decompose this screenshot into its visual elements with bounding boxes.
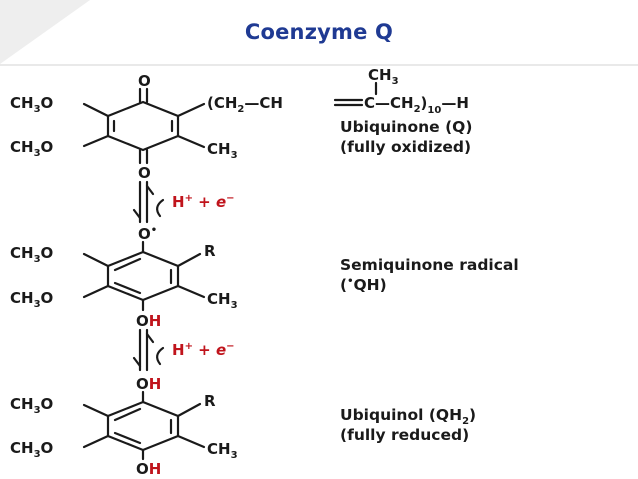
step2-arrow-head-down [132, 356, 142, 368]
ol-methoxy-1: CH3O [10, 395, 53, 416]
ubiquinone-structure: O O CH3O CH3O (CH2—CH C—CH2)10—H CH3 CH3… [10, 66, 472, 182]
q-name-line2: (fully oxidized) [340, 138, 471, 156]
step2-proton-electron: H+ + e− [172, 341, 235, 359]
q-methyl-bond [176, 134, 206, 149]
step1-arrow-head-down [132, 208, 142, 220]
semi-methoxy-1-bond [82, 252, 110, 268]
ol-hydroxyl-bottom: OH [136, 460, 161, 478]
q-ring [106, 100, 180, 152]
q-methoxy-2-bond [82, 134, 110, 148]
semi-methoxy-1: CH3O [10, 244, 53, 265]
semi-ring [106, 250, 180, 302]
ol-name-line2: (fully reduced) [340, 426, 469, 444]
ubiquinol-structure: OH CH3O CH3O R CH3 OH Ubiquinol (QH2) (f… [10, 375, 476, 478]
step1-proton-electron: H+ + e− [172, 193, 235, 211]
semiquinone-structure: O• CH3O CH3O R CH3 OH Semiquinone radica… [10, 225, 519, 330]
reduction-step-2: H+ + e− [132, 328, 235, 372]
semi-ring-aromatic-3 [113, 281, 142, 295]
ol-methoxy-1-bond [82, 403, 110, 418]
q-methyl: CH3 [207, 140, 238, 161]
title-divider [0, 64, 638, 66]
step1-curved-arrow [156, 198, 165, 218]
semi-hydroxyl: OH [136, 312, 161, 330]
ol-ring-aromatic-1 [113, 407, 142, 422]
ol-r-group: R [204, 392, 216, 410]
q-branch-methyl: CH3 [368, 66, 399, 87]
ol-ring [106, 400, 180, 452]
q-carbonyl-o-top: O [138, 72, 151, 90]
q-chain-rest: C—CH2)10—H [364, 94, 469, 116]
q-isoprenoid-chain: (CH2—CH [207, 94, 283, 115]
ol-methoxy-2-bond [82, 434, 110, 449]
slide-corner-decoration [0, 0, 90, 64]
semi-r-bond [176, 252, 202, 268]
ol-methoxy-2: CH3O [10, 439, 53, 460]
ol-r-bond [176, 402, 202, 418]
q-chain-bond [176, 102, 206, 118]
q-carbonyl-o-bottom: O [138, 164, 151, 182]
semi-methyl: CH3 [207, 290, 238, 311]
q-methoxy-1: CH3O [10, 94, 53, 115]
semi-ring-aromatic-1 [113, 257, 142, 272]
semi-r-group: R [204, 242, 216, 260]
semi-methoxy-2: CH3O [10, 289, 53, 310]
ol-methyl-bond [176, 434, 206, 449]
ol-hydroxyl-top: OH [136, 375, 161, 393]
semi-methoxy-2-bond [82, 284, 110, 299]
q-name-line1: Ubiquinone (Q) [340, 118, 472, 136]
step1-arrow-head-up [145, 184, 155, 196]
semi-name-line1: Semiquinone radical [340, 256, 519, 274]
semi-methyl-bond [176, 284, 206, 299]
step2-arrow-head-up [145, 332, 155, 344]
q-methoxy-1-bond [82, 102, 110, 118]
slide-title: Coenzyme Q [244, 20, 394, 44]
semi-oxygen-top: O• [138, 225, 157, 243]
semi-name-line2: (•QH) [340, 276, 387, 294]
ol-ring-aromatic-3 [113, 431, 142, 445]
ol-name-line1: Ubiquinol (QH2) [340, 406, 476, 427]
step2-curved-arrow [156, 346, 165, 366]
reduction-step-1: H+ + e− [132, 180, 235, 224]
q-methoxy-2: CH3O [10, 138, 53, 159]
ol-methyl: CH3 [207, 440, 238, 461]
